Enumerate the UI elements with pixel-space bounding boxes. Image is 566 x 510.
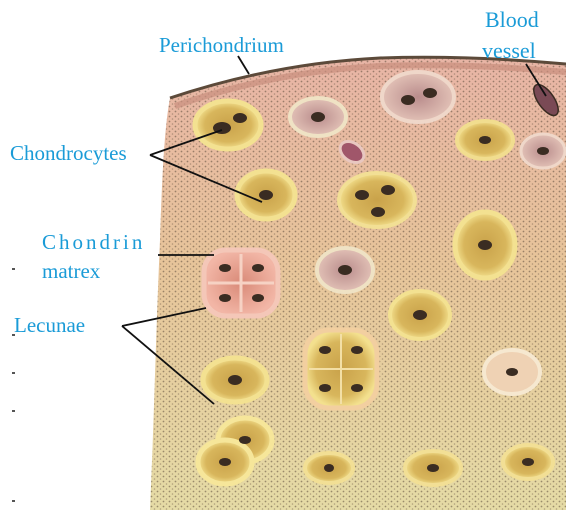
nucleus <box>324 464 334 472</box>
nucleus <box>401 95 415 105</box>
label-chondrin-line1: Chondrin <box>42 232 145 253</box>
nucleus <box>252 264 264 272</box>
label-perichondrium: Perichondrium <box>159 35 284 56</box>
label-lecunae: Lecunae <box>14 315 85 336</box>
margin-mark <box>12 334 15 336</box>
nucleus <box>319 346 331 354</box>
label-blood-vessel-line2: vessel <box>482 40 536 62</box>
margin-mark <box>12 268 15 270</box>
cell-lacuna <box>339 173 415 227</box>
nucleus <box>219 294 231 302</box>
leader-perichondrium <box>238 56 249 74</box>
nucleus <box>413 310 427 320</box>
label-chondrin-line2: matrex <box>42 261 100 282</box>
tissue-block <box>140 50 566 510</box>
nucleus <box>355 190 369 200</box>
nucleus <box>479 136 491 144</box>
nucleus <box>239 436 251 444</box>
margin-mark <box>12 372 15 374</box>
cell-lacuna <box>382 72 454 122</box>
nucleus <box>478 240 492 250</box>
nucleus <box>381 185 395 195</box>
nucleus <box>259 190 273 200</box>
nucleus <box>522 458 534 466</box>
nucleus <box>233 113 247 123</box>
nucleus <box>311 112 325 122</box>
nucleus <box>219 458 231 466</box>
nucleus <box>423 88 437 98</box>
label-blood-vessel-line1: Blood <box>485 9 539 31</box>
nucleus <box>351 384 363 392</box>
nucleus <box>338 265 352 275</box>
nucleus <box>252 294 264 302</box>
nucleus <box>228 375 242 385</box>
nucleus <box>219 264 231 272</box>
nucleus <box>371 207 385 217</box>
margin-mark <box>12 410 15 412</box>
nucleus <box>537 147 549 155</box>
label-chondrocytes: Chondrocytes <box>10 143 127 164</box>
margin-mark <box>12 500 15 502</box>
nucleus <box>351 346 363 354</box>
nucleus <box>506 368 518 376</box>
nucleus <box>427 464 439 472</box>
nucleus <box>319 384 331 392</box>
